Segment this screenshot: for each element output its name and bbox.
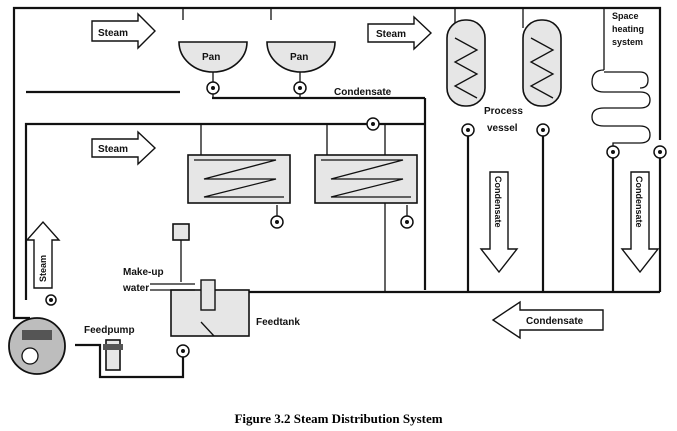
process-vessel-1 <box>446 19 486 107</box>
svg-text:Steam: Steam <box>98 144 128 155</box>
svg-text:heating: heating <box>612 24 644 34</box>
figure-caption: Figure 3.2 Steam Distribution System <box>234 411 443 426</box>
heat-exchanger-1 <box>187 154 291 204</box>
svg-text:Feedtank: Feedtank <box>256 317 300 328</box>
space-heating-system <box>591 69 651 150</box>
boiler <box>8 317 66 375</box>
make-up-water-supply: Make-up water <box>122 223 195 294</box>
condensate-return-line <box>246 98 662 294</box>
pan-2: Pan <box>266 41 336 73</box>
boiler-feed-line <box>12 300 185 379</box>
process-vessel-2 <box>522 19 562 107</box>
feedpump: Feedpump <box>84 325 135 371</box>
svg-text:Pan: Pan <box>290 52 308 63</box>
condensate-label-top: Condensate <box>334 87 392 98</box>
steam-arrow-vertical: Steam <box>25 220 61 289</box>
coil-drain-lines <box>276 124 408 292</box>
pan-return-line <box>26 90 425 100</box>
space-heating-label: Space heating system <box>612 11 644 47</box>
svg-text:Condensate: Condensate <box>634 176 644 228</box>
svg-text:water: water <box>122 283 149 294</box>
steam-drops <box>182 8 605 155</box>
steam-arrow-mid: Steam <box>91 130 157 166</box>
condensate-arrow-down-1: Condensate <box>479 171 519 274</box>
svg-text:Condensate: Condensate <box>526 316 584 327</box>
condensate-arrow-down-2: Condensate <box>620 171 660 274</box>
steam-traps <box>45 81 667 358</box>
svg-text:Steam: Steam <box>38 255 48 282</box>
pan-drain-lines <box>212 70 301 98</box>
svg-text:Condensate: Condensate <box>493 176 503 228</box>
condensate-return-arrow: Condensate <box>491 300 604 340</box>
steam-arrow-top-right: Steam <box>367 15 433 51</box>
svg-text:Pan: Pan <box>202 52 220 63</box>
svg-text:Steam: Steam <box>98 28 128 39</box>
svg-text:Steam: Steam <box>376 29 406 40</box>
main-steam-header <box>12 6 662 300</box>
svg-text:system: system <box>612 37 643 47</box>
svg-text:Feedpump: Feedpump <box>84 325 135 336</box>
process-vessel-label: Process vessel <box>484 106 523 134</box>
steam-distribution-diagram: Steam Steam Steam Steam Condensate Conde… <box>8 6 667 379</box>
heat-exchanger-2 <box>314 154 418 204</box>
svg-text:Process: Process <box>484 106 523 117</box>
svg-text:Space: Space <box>612 11 639 21</box>
second-steam-header <box>24 122 425 300</box>
feedtank: Feedtank <box>170 279 300 337</box>
pan-1: Pan <box>178 41 248 73</box>
svg-text:vessel: vessel <box>487 123 518 134</box>
svg-text:Make-up: Make-up <box>123 267 164 278</box>
steam-arrow-top-left: Steam <box>91 12 156 50</box>
